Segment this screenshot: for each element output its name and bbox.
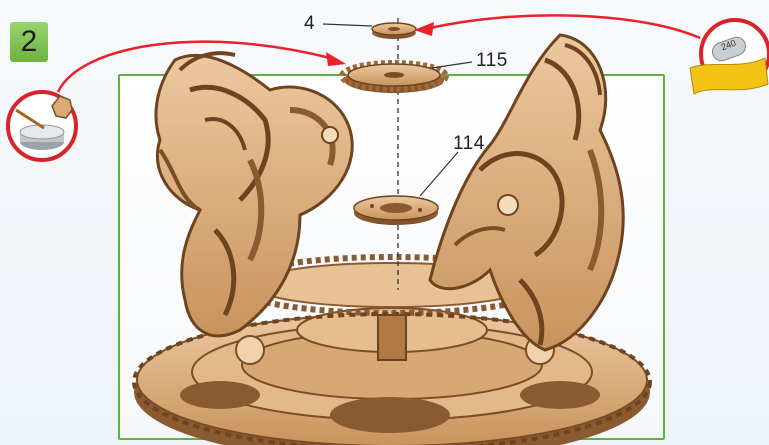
part-115-gear	[342, 63, 446, 93]
leader-line-4	[323, 24, 372, 26]
sandpaper-icon	[690, 20, 769, 94]
part-label-115: 115	[476, 50, 508, 72]
part-4-washer	[372, 23, 416, 39]
leader-line-115	[432, 62, 472, 68]
sandpaper-arrow	[414, 15, 700, 38]
part-114-ring	[354, 196, 438, 225]
part-label-4: 4	[304, 13, 315, 35]
glue-pot-icon	[8, 92, 76, 160]
part-label-114: 114	[453, 133, 485, 155]
leader-line-114	[420, 152, 458, 196]
